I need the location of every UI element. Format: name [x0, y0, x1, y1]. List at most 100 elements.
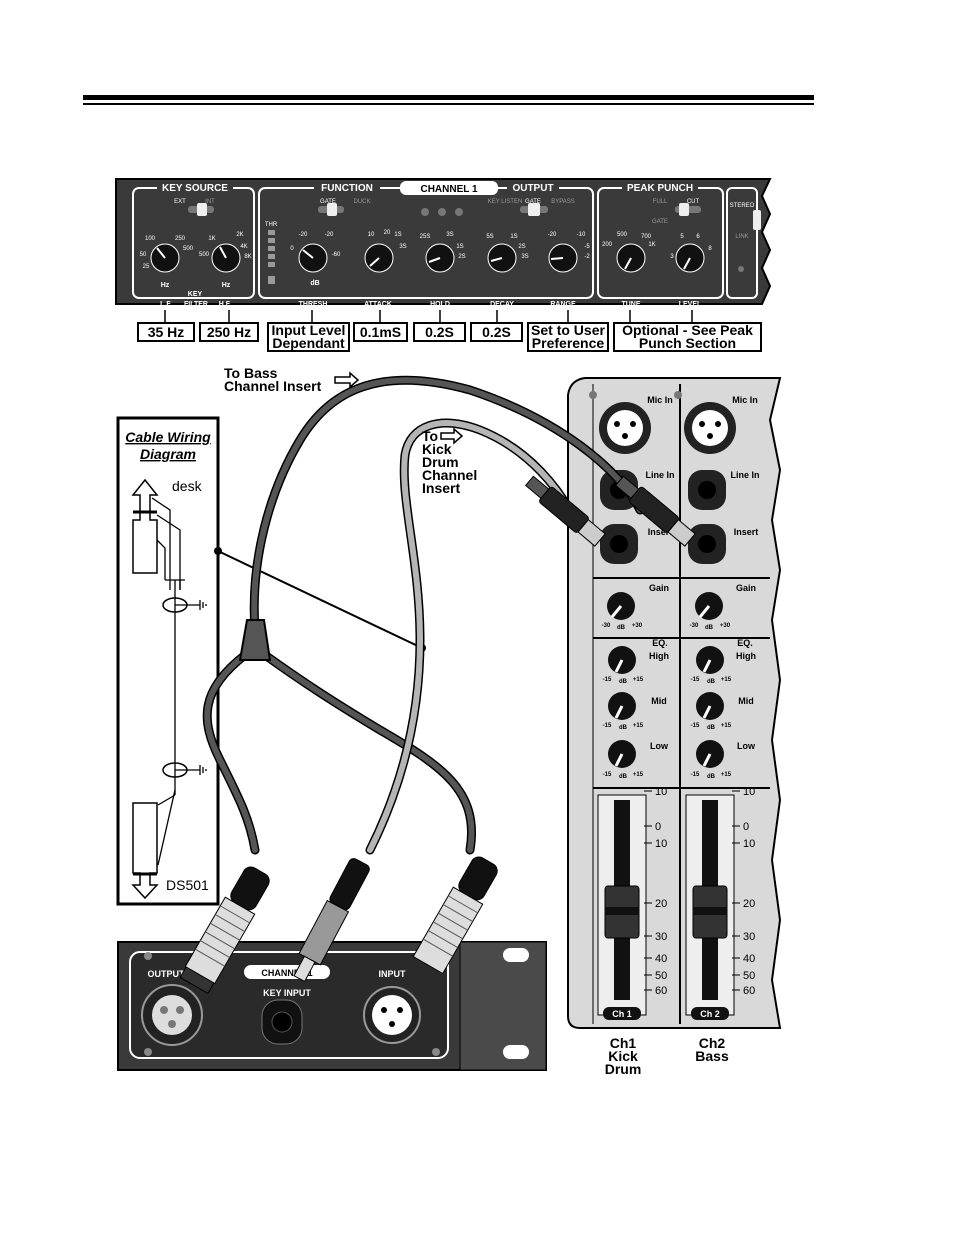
key-source-title: KEY SOURCE — [162, 183, 228, 194]
hz1-label: Hz — [161, 282, 170, 289]
fader-scale-label-ch1: 20 — [655, 898, 667, 910]
bass-insert-callout: To Bass Channel Insert — [224, 366, 334, 393]
ch2-badge: Ch 2 — [700, 1009, 720, 1019]
eq-min: -15 — [603, 723, 612, 729]
svg-text:-20: -20 — [325, 232, 334, 238]
range-setting-value: Set to User Preference — [531, 322, 605, 351]
channel-title: CHANNEL 1 — [420, 184, 477, 195]
svg-text:20: 20 — [384, 230, 391, 236]
svg-text:3S: 3S — [521, 254, 528, 260]
fader-scale-label-ch1: 60 — [655, 985, 667, 997]
svg-text:2S: 2S — [458, 254, 465, 260]
ch1-caption: Ch1 Kick Drum — [600, 1036, 646, 1076]
svg-text:1K: 1K — [208, 236, 215, 242]
lf-label: L.F. — [160, 301, 172, 308]
callout-arrows — [334, 371, 464, 445]
eq-knobs — [608, 646, 724, 768]
cut-label: CUT — [687, 199, 700, 205]
key-label: KEY — [188, 291, 203, 298]
output-gate-label: GATE — [525, 199, 541, 205]
svg-text:3S: 3S — [446, 232, 453, 238]
eq-db: dB — [707, 725, 716, 731]
line-in-1: Line In — [646, 470, 675, 480]
svg-text:100: 100 — [145, 236, 156, 242]
unit-output-label: OUTPUT — [148, 969, 186, 979]
ch2-caption-text: Ch2 Bass — [695, 1035, 729, 1064]
eq-min: -15 — [603, 677, 612, 683]
svg-text:200: 200 — [602, 242, 613, 248]
eq-min: -15 — [603, 772, 612, 778]
function-title: FUNCTION — [321, 183, 373, 194]
svg-text:10: 10 — [368, 232, 375, 238]
lf-setting-box: 35 Hz — [137, 322, 195, 342]
thr-label: THR — [265, 222, 278, 228]
svg-text:-20: -20 — [548, 232, 557, 238]
eq-db: dB — [619, 774, 628, 780]
eq-max: +15 — [721, 772, 732, 778]
gain-label-1: Gain — [649, 583, 669, 593]
svg-text:-60: -60 — [332, 252, 341, 258]
eq-low-2: Low — [737, 741, 756, 751]
decay-setting-box: 0.2S — [470, 322, 523, 342]
insert-1: Insert — [648, 527, 673, 537]
ds501-label: DS501 — [166, 877, 209, 893]
eq-mid-1: Mid — [651, 696, 667, 706]
level-knob — [675, 243, 705, 273]
range-knob — [548, 243, 578, 273]
wiring-title-1: Cable Wiring — [125, 429, 211, 445]
kick-insert-to: To — [422, 428, 439, 444]
ext-label: EXT — [174, 199, 186, 205]
hold-label: HOLD — [430, 301, 450, 308]
svg-text:8: 8 — [708, 246, 712, 252]
unit-input-label: INPUT — [379, 969, 407, 979]
link-label: LINK — [735, 234, 748, 240]
attack-setting-value: 0.1mS — [359, 323, 402, 340]
eq-low-1: Low — [650, 741, 669, 751]
header-rule-thin — [83, 103, 814, 105]
kick-arrow-icon — [440, 427, 464, 445]
ds501-unit: OUTPUT CHANNEL 1 KEY INPUT INPUT — [117, 941, 547, 1071]
eq-max: +15 — [721, 677, 732, 683]
key-listen-label: KEY LISTEN — [488, 199, 523, 205]
svg-text:1S: 1S — [456, 244, 463, 250]
unit-key-input-label: KEY INPUT — [263, 988, 311, 998]
rack-knobs — [150, 243, 705, 273]
fader-scale-label-ch2: 10 — [743, 786, 755, 798]
svg-text:-2: -2 — [584, 254, 590, 260]
thresh-label: THRESH — [299, 301, 328, 308]
switch-toggles — [188, 203, 761, 230]
eq-db: dB — [707, 679, 716, 685]
full-label: FULL — [653, 199, 668, 205]
insert-2: Insert — [734, 527, 759, 537]
svg-text:500: 500 — [617, 232, 628, 238]
led — [738, 266, 744, 272]
peak-punch-setting-box: Optional - See Peak Punch Section — [613, 322, 762, 352]
unit-plugs — [179, 856, 498, 995]
filter-label: FILTER — [184, 301, 208, 308]
setting-leaders — [164, 310, 693, 322]
eq-db: dB — [619, 725, 628, 731]
svg-text:25: 25 — [143, 264, 150, 270]
range-label: RANGE — [550, 301, 576, 308]
hf-label: H.F. — [219, 301, 232, 308]
thresh-knob — [298, 243, 328, 273]
svg-text:5: 5 — [680, 234, 684, 240]
pp-gate-label: GATE — [652, 219, 668, 225]
cable-wiring-diagram: Cable Wiring Diagram desk DS501 — [116, 416, 426, 906]
kick-insert-callout: Kick Drum Channel Insert — [422, 442, 482, 495]
thresh-setting-value: Input Level Dependant — [271, 322, 346, 351]
peak-punch-title: PEAK PUNCH — [627, 183, 693, 194]
led — [421, 208, 429, 216]
gain-max: +30 — [632, 623, 643, 629]
insert-jack-plugs — [524, 475, 696, 547]
bypass-label: BYPASS — [551, 199, 575, 205]
svg-text:500: 500 — [199, 252, 210, 258]
svg-text:2S: 2S — [518, 244, 525, 250]
gain-knobs — [607, 592, 723, 620]
desk-label: desk — [172, 478, 203, 494]
bass-arrow-icon — [334, 371, 360, 389]
fader-scale-label-ch2: 0 — [743, 821, 749, 833]
led — [455, 208, 463, 216]
